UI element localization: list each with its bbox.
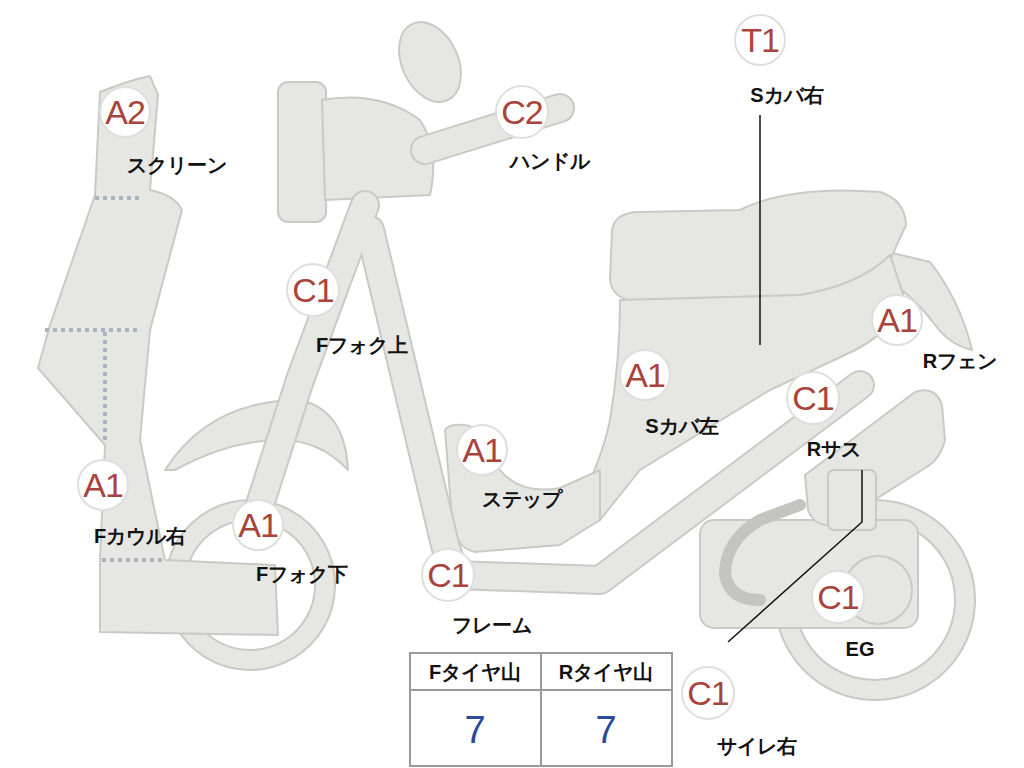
grade-code: A1 <box>83 468 123 502</box>
mirror <box>387 12 473 112</box>
front-cowl <box>38 76 278 635</box>
grade-callout: C1Fフォク上 <box>286 263 340 317</box>
table-grid <box>410 653 672 766</box>
grade-callout: C1Rサス <box>786 371 840 425</box>
grade-callout: C1EG <box>811 570 865 624</box>
table-value: 7 <box>464 711 485 749</box>
grade-callout: C2ハンドル <box>495 85 549 139</box>
part-name: ステップ <box>482 488 562 510</box>
grade-callout: A1Sカバ左 <box>619 349 671 401</box>
frame <box>370 230 860 580</box>
grade-code: C1 <box>292 273 333 307</box>
grade-callout: C1サイレ右 <box>681 666 735 720</box>
part-name: Rフェン <box>923 350 997 372</box>
grade-code: A1 <box>625 358 665 392</box>
table-header: Rタイヤ山 <box>559 662 653 682</box>
part-name: サイレ右 <box>717 735 797 757</box>
part-name: Fフォク下 <box>256 563 348 585</box>
panel-seam <box>102 558 165 562</box>
grade-callout: A1Fフォク下 <box>232 499 284 551</box>
part-name: Fフォク上 <box>316 334 408 356</box>
part-name: フレーム <box>452 614 532 636</box>
grade-code: A1 <box>238 508 278 542</box>
grade-code: C1 <box>687 676 728 710</box>
rear-shock <box>828 470 876 530</box>
leader-line <box>759 115 761 345</box>
part-name: Sカバ左 <box>645 415 718 437</box>
front-fork <box>255 205 365 520</box>
grade-code: T1 <box>741 23 779 57</box>
panel-seam <box>95 196 140 200</box>
grade-code: C1 <box>817 580 858 614</box>
grade-callout: A1Rフェン <box>871 294 923 346</box>
front-fender <box>165 400 348 470</box>
part-name: ハンドル <box>510 150 590 172</box>
part-name: Sカバ右 <box>750 84 823 106</box>
grade-callout: C1フレーム <box>421 548 475 602</box>
grade-code: C1 <box>427 558 468 592</box>
table-header: Fタイヤ山 <box>429 662 521 682</box>
exhaust-pipe <box>725 505 800 600</box>
grade-code: A1 <box>877 303 917 337</box>
table-value: 7 <box>595 711 616 749</box>
grade-code: C1 <box>792 381 833 415</box>
headlight <box>278 82 326 222</box>
grade-callout: A2スクリーン <box>99 86 151 138</box>
grade-code: A2 <box>105 95 145 129</box>
grade-code: C2 <box>501 95 542 129</box>
part-name: EG <box>846 638 875 660</box>
tire-table <box>410 653 672 766</box>
grade-callout: A1Fカウル右 <box>77 459 129 511</box>
part-name: Fカウル右 <box>94 525 186 547</box>
grade-code: A1 <box>462 433 502 467</box>
floor-step <box>445 425 600 552</box>
grade-callout: T1Sカバ右 <box>734 14 786 66</box>
panel-seam <box>45 328 140 332</box>
panel-seam <box>103 332 107 440</box>
part-name: スクリーン <box>127 154 227 176</box>
part-name: Rサス <box>807 438 861 460</box>
grade-callout: A1ステップ <box>456 424 508 476</box>
